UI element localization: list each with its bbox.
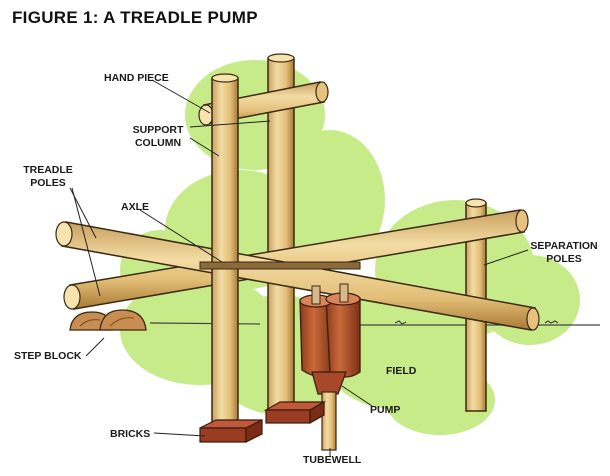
label-pump: PUMP	[370, 404, 401, 416]
support-column-back	[267, 53, 295, 414]
label-tubewell: TUBEWELL	[303, 454, 362, 466]
tubewell-pipe	[321, 391, 337, 451]
support-column-front	[211, 73, 239, 427]
label-support-column: SUPPORT COLUMN	[126, 124, 190, 150]
label-bricks: BRICKS	[110, 428, 151, 440]
label-treadle-poles-line2: POLES	[30, 177, 66, 189]
treadle-pole-rising	[63, 209, 529, 310]
label-axle: AXLE	[121, 201, 150, 213]
label-treadle-poles-line1: TREADLE	[23, 164, 73, 176]
label-hand-piece: HAND PIECE	[104, 72, 169, 84]
label-step-block: STEP BLOCK	[14, 350, 82, 362]
leader-lines	[69, 79, 529, 456]
label-treadle-poles: TREADLE POLES	[20, 164, 76, 190]
figure-title: FIGURE 1: A TREADLE PUMP	[12, 8, 258, 27]
label-support-column-line1: SUPPORT	[132, 124, 184, 136]
label-support-column-line2: COLUMN	[134, 137, 182, 149]
label-separation-poles-line2: POLES	[546, 253, 582, 265]
step-block	[69, 309, 147, 331]
axle	[199, 261, 361, 270]
treadle-pole-falling	[55, 221, 540, 331]
label-separation-poles-line1: SEPARATION	[530, 240, 598, 252]
bricks	[199, 400, 327, 443]
pump-cylinders	[299, 283, 361, 395]
label-separation-poles: SEPARATION POLES	[526, 240, 602, 266]
label-field: FIELD	[386, 365, 417, 377]
